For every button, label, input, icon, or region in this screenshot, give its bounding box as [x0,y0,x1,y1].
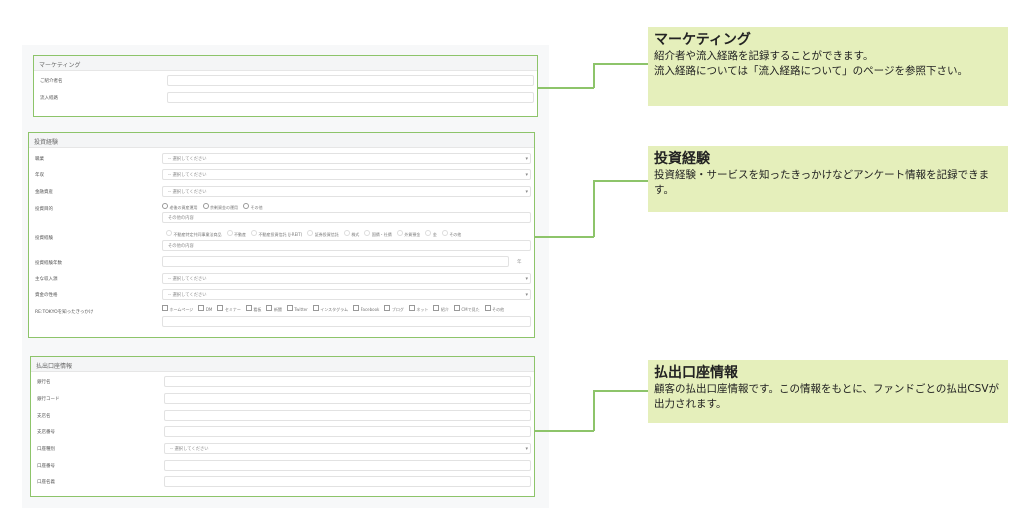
trigger-option[interactable]: その他 [485,307,504,312]
trigger-other-input[interactable] [162,316,531,327]
callout-title: 投資経験 [654,151,710,167]
trigger-option[interactable]: Facebook [353,307,380,312]
bank-name-input[interactable] [164,376,531,387]
trigger-option[interactable]: ネット [409,307,428,312]
callout-body: 投資経験・サービスを知ったきっかけなどアンケート情報を記録できます。 [654,169,990,196]
branch-number-label: 支店番号 [37,430,55,435]
callout-payout: 払出口座情報 顧客の払出口座情報です。この情報をもとに、ファンドごとの払出CSV… [648,360,1008,423]
account-holder-label: 口座名義 [37,480,55,485]
trigger-option[interactable]: セミナー [217,307,241,312]
experience-label: 投資経験 [35,236,53,241]
trigger-option[interactable]: ホームページ [162,307,194,312]
experience-option[interactable]: 不動産特定共同事業法商品 [166,232,222,237]
trigger-label: RE:TOKYOを知ったきっかけ [35,310,94,315]
years-label: 投資経験年数 [35,261,62,266]
callout-body: 顧客の払出口座情報です。この情報をもとに、ファンドごとの払出CSVが出力されます… [654,383,999,410]
experience-option[interactable]: 不動産 [227,232,246,237]
branch-number-input[interactable] [164,426,531,437]
trigger-checkboxes: ホームページ DM セミナー看板新聞 Twitter インスタグラム Facebook ブロ… [162,305,509,313]
section-title: マーケティング [34,56,537,71]
experience-option[interactable]: 国債・社債 [364,232,392,237]
account-holder-input[interactable] [164,476,531,487]
experience-option[interactable]: 株式 [344,232,359,237]
connector-line [538,87,594,89]
callout-investment: 投資経験 投資経験・サービスを知ったきっかけなどアンケート情報を記録できます。 [648,146,1008,212]
experience-option[interactable]: 金 [425,232,437,237]
experience-options: 不動産特定共同事業法商品不動産不動産投資信託 (J-REIT) 証券投資信託株式国… [166,230,466,238]
callout-title: 払出口座情報 [654,365,738,381]
callout-title: マーケティング [654,32,751,48]
investment-section: 投資経験 職業 -- 選択してください 年収 -- 選択してください 金融資産 … [28,132,535,338]
connector-line [593,63,595,88]
trigger-option[interactable]: 新聞 [266,307,282,312]
assets-label: 金融資産 [35,190,53,195]
years-input[interactable] [162,256,509,267]
job-select[interactable]: -- 選択してください [162,153,531,164]
assets-select[interactable]: -- 選択してください [162,186,531,197]
income-source-label: 主な収入源 [35,277,58,282]
income-label: 年収 [35,173,44,178]
years-suffix: 年 [517,260,522,265]
connector-line [593,63,648,65]
source-input[interactable] [167,92,534,103]
account-number-input[interactable] [164,460,531,471]
connector-line [593,390,595,431]
fund-nature-select[interactable]: -- 選択してください [162,289,531,300]
account-number-label: 口座番号 [37,464,55,469]
purpose-other-input[interactable]: その他の内容 [162,212,531,223]
purpose-option[interactable]: 老後の資産運用 [162,205,198,210]
source-label: 流入経路 [40,96,58,101]
referrer-label: ご紹介者名 [40,79,63,84]
connector-line [535,236,594,238]
payout-section: 払出口座情報 銀行名 銀行コード 支店名 支店番号 口座種別 -- 選択してくだ… [30,356,535,497]
account-type-label: 口座種別 [37,447,55,452]
section-title: 払出口座情報 [31,357,534,372]
purpose-radios: 老後の資産運用余剰資金の運用その他 [162,203,268,211]
bank-code-input[interactable] [164,393,531,404]
account-type-select[interactable]: -- 選択してください [164,443,531,454]
bank-code-label: 銀行コード [37,397,60,402]
experience-option[interactable]: 証券投資信託 [307,232,339,237]
referrer-input[interactable] [167,75,534,86]
purpose-option[interactable]: 余剰資金の運用 [203,205,238,210]
experience-other-input[interactable]: その他の内容 [162,240,531,251]
trigger-option[interactable]: インスタグラム [313,307,348,312]
connector-line [535,430,594,432]
connector-line [593,180,648,182]
trigger-option[interactable]: DM [198,307,213,312]
trigger-option[interactable]: 紹介 [433,307,449,312]
section-title: 投資経験 [29,133,534,148]
trigger-option[interactable]: 看板 [246,307,261,312]
bank-name-label: 銀行名 [37,380,51,385]
marketing-section: マーケティング ご紹介者名 流入経路 [33,55,538,117]
experience-option[interactable]: その他 [442,232,461,237]
connector-line [593,390,648,392]
branch-name-label: 支店名 [37,414,51,419]
purpose-label: 投資目的 [35,207,53,212]
trigger-option[interactable]: ブログ [384,307,404,312]
experience-option[interactable]: 不動産投資信託 (J-REIT) [251,232,303,237]
connector-line [593,180,595,237]
callout-body: 紹介者や流入経路を記録することができます。 流入経路については「流入経路について… [654,50,968,77]
job-label: 職業 [35,157,44,162]
branch-name-input[interactable] [164,410,531,421]
callout-marketing: マーケティング 紹介者や流入経路を記録することができます。 流入経路については「… [648,27,1008,106]
experience-option[interactable]: 外貨預金 [397,232,420,237]
trigger-option[interactable]: Twitter [287,307,307,312]
fund-nature-label: 資金の性格 [35,293,58,298]
purpose-option[interactable]: その他 [243,205,263,210]
income-select[interactable]: -- 選択してください [162,169,531,180]
income-source-select[interactable]: -- 選択してください [162,273,531,284]
trigger-option[interactable]: CMで見た [454,307,479,312]
